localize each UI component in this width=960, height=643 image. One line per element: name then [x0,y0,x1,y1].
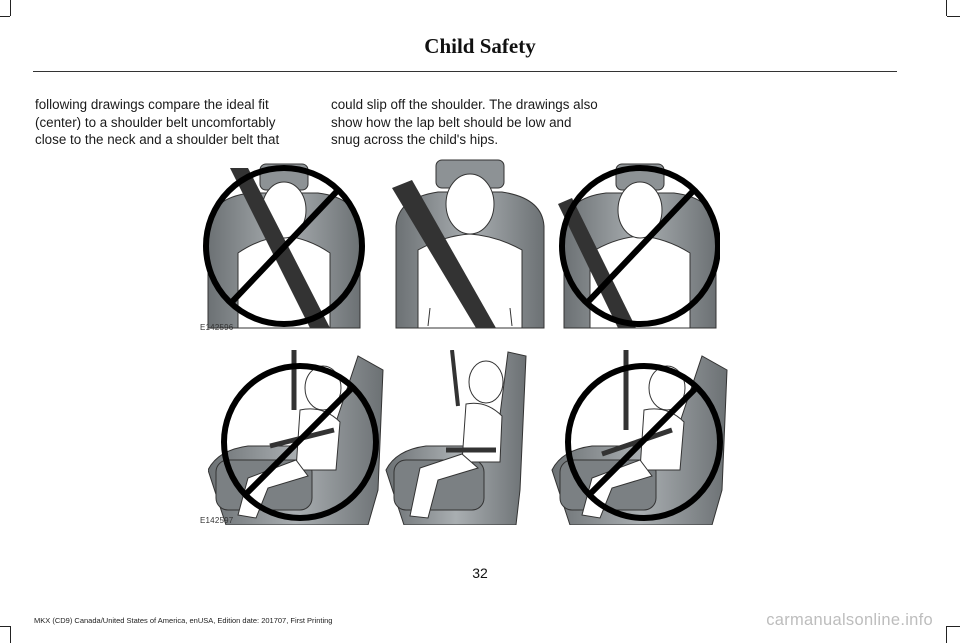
lap-belt-figure [208,350,728,525]
page-number: 32 [472,565,488,581]
body-line: close to the neck and a shoulder belt th… [35,132,280,147]
crop-mark [10,626,11,643]
crop-mark [947,16,960,17]
no-symbol-icon [565,363,723,521]
figure-label: E142596 [200,323,234,332]
no-symbol-icon [221,363,379,521]
body-line: could slip off the shoulder. The drawing… [331,97,598,112]
crop-mark [946,0,947,16]
body-column-left: following drawings compare the ideal fit… [35,96,317,149]
body-column-right: could slip off the shoulder. The drawing… [331,96,613,149]
shoulder-belt-figure [203,159,720,329]
crop-mark [947,626,960,627]
no-symbol-icon [203,165,365,327]
booster-seat-illustration [208,350,384,525]
figure-label: E142597 [200,516,234,525]
crop-mark [946,626,947,643]
body-line: following drawings compare the ideal fit [35,97,269,112]
seat-back-illustration [558,163,717,329]
body-line: (center) to a shoulder belt uncomfortabl… [35,114,276,130]
page-title: Child Safety [424,34,536,58]
seat-back-illustration [392,159,545,329]
header-divider [33,71,897,72]
crop-mark [10,0,11,16]
no-symbol-icon [559,165,720,327]
booster-seat-illustration [385,350,527,525]
booster-seat-illustration [551,350,728,525]
crop-mark [0,16,10,17]
body-line: snug across the child's hips. [331,132,499,147]
body-line: show how the lap belt should be low and [331,114,572,130]
crop-mark [0,626,10,627]
footer-edition-text: MKX (CD9) Canada/United States of Americ… [34,616,333,625]
watermark: carmanualsonline.info [766,611,933,629]
